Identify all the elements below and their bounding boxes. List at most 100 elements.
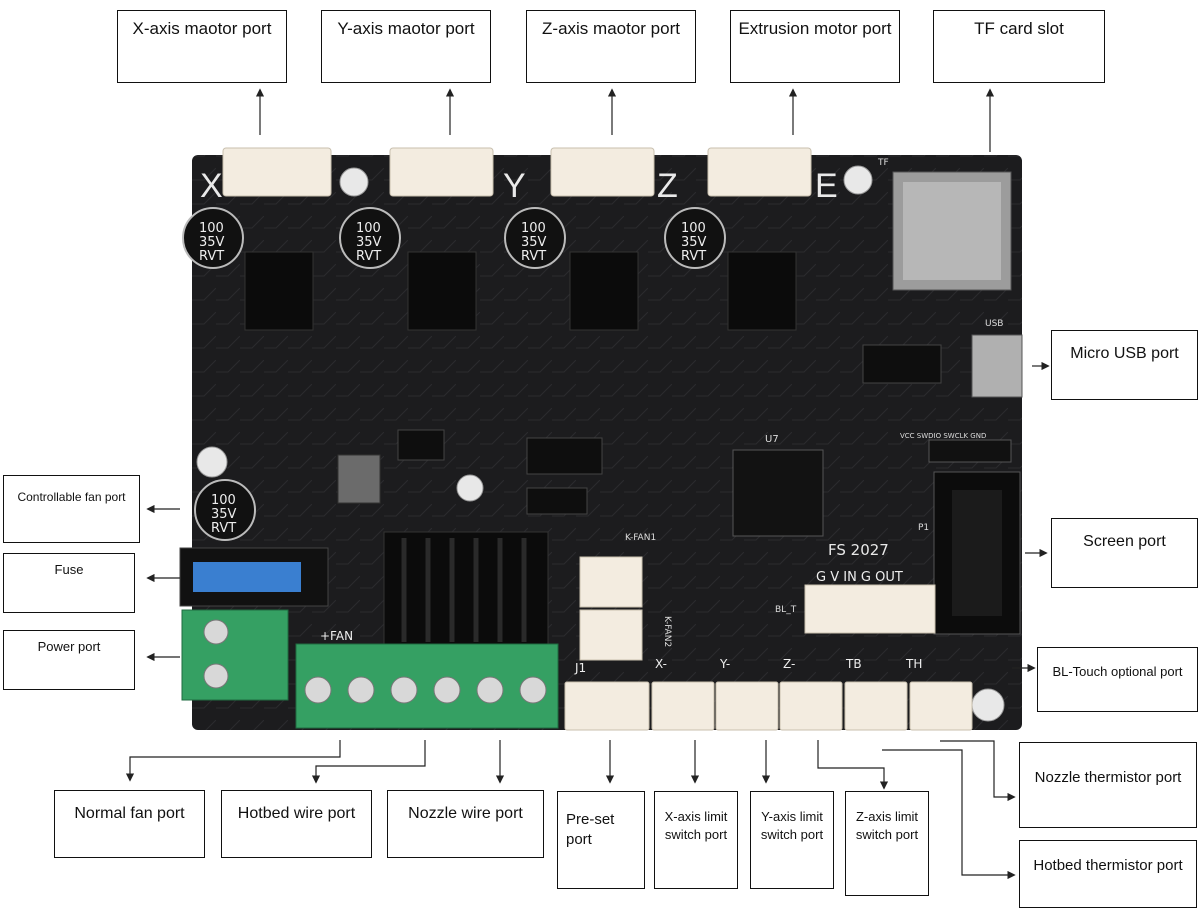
driver-heatsinks [244, 251, 797, 331]
heatsink-e [727, 251, 797, 331]
label-x-motor: X-axis maotor port [117, 10, 287, 83]
capacitor-1: 100 35V RVT [182, 207, 244, 269]
y-motor-connector [389, 147, 494, 197]
label-x-limit-text-2: switch port [664, 826, 728, 842]
label-micro-usb-text: Micro USB port [1070, 345, 1179, 362]
label-y-limit: Y-axis limit switch port [750, 791, 834, 889]
mosfet-heatsink [383, 531, 549, 648]
fan-silk: +FAN [320, 629, 353, 643]
label-hotbed-thermistor-text: Hotbed thermistor port [1033, 857, 1183, 874]
leader-normal-fan [125, 740, 341, 782]
u10-chip [526, 437, 603, 475]
label-extrusion-motor: Extrusion motor port [730, 10, 900, 83]
mcu-silk: U7 [765, 434, 779, 445]
y-limit-silk: Y- [719, 657, 730, 671]
leader-nozzle-thermistor [940, 740, 1016, 802]
j1-connector [564, 681, 650, 731]
svg-text:35V: 35V [211, 507, 237, 522]
leader-hotbed-thermistor [882, 749, 1016, 880]
svg-text:35V: 35V [356, 235, 382, 250]
leader-z-limit [817, 740, 889, 790]
bottom-connector-silk: J1 X- Y- Z- TB TH [574, 657, 922, 675]
svg-text:100: 100 [681, 221, 706, 236]
label-x-limit-text-1: X-axis limit [664, 809, 728, 824]
label-preset-text-2: port [566, 831, 592, 849]
mcu-chip [732, 449, 824, 537]
label-power-text: Power port [37, 639, 101, 654]
label-y-motor-text: Y-axis maotor port [337, 19, 475, 38]
label-tf-card-text: TF card slot [974, 19, 1064, 38]
label-fuse: Fuse [3, 553, 135, 613]
fan2-connector [579, 609, 643, 661]
tb-connector [844, 681, 908, 731]
label-z-motor-text: Z-axis maotor port [542, 19, 680, 38]
mount-hole-bottom-right [971, 688, 1005, 722]
tf-silk: TF [877, 158, 889, 168]
svg-text:100: 100 [199, 221, 224, 236]
label-controllable-fan: Controllable fan port [3, 475, 140, 543]
label-y-limit-text-2: switch port [760, 826, 824, 842]
z-limit-connector [779, 681, 843, 731]
micro-usb-connector [971, 334, 1023, 398]
e-motor-connector [707, 147, 812, 197]
label-z-motor: Z-axis maotor port [526, 10, 696, 83]
th-silk: TH [905, 657, 922, 671]
silk-y: Y [503, 167, 526, 205]
tf-slot-inner [903, 182, 1001, 280]
screen-connector-inner [952, 490, 1002, 616]
label-nozzle-wire-text: Nozzle wire port [408, 805, 523, 822]
leader-hotbed-wire [311, 740, 426, 784]
label-y-motor: Y-axis maotor port [321, 10, 491, 83]
y-limit-connector [715, 681, 779, 731]
j1-silk: J1 [574, 661, 586, 675]
svg-text:35V: 35V [681, 235, 707, 250]
label-z-limit-text-2: switch port [855, 826, 919, 842]
label-micro-usb: Micro USB port [1051, 330, 1198, 400]
label-bltouch-text: BL-Touch optional port [1052, 664, 1183, 679]
kfan1-silk: K-FAN1 [625, 533, 656, 543]
label-power: Power port [3, 630, 135, 690]
swd-silk: VCC SWDIO SWCLK GND [900, 432, 986, 440]
label-hotbed-wire-text: Hotbed wire port [237, 805, 356, 822]
label-normal-fan-text: Normal fan port [74, 805, 185, 822]
svg-text:RVT: RVT [211, 521, 236, 536]
svg-text:RVT: RVT [521, 249, 546, 264]
label-tf-card: TF card slot [933, 10, 1105, 83]
label-extrusion-motor-text: Extrusion motor port [738, 19, 892, 38]
label-z-limit-text-1: Z-axis limit [855, 809, 919, 824]
usb-chip [862, 344, 942, 384]
label-z-limit: Z-axis limit switch port [845, 791, 929, 896]
heatsink-x [244, 251, 314, 331]
svg-text:100: 100 [521, 221, 546, 236]
regulator-chip [397, 429, 445, 461]
label-controllable-fan-text: Controllable fan port [17, 490, 126, 504]
label-nozzle-wire: Nozzle wire port [387, 790, 544, 858]
x-limit-silk: X- [655, 657, 667, 671]
svg-text:RVT: RVT [356, 249, 381, 264]
fuse [193, 562, 301, 592]
mount-hole-top-left [339, 167, 369, 197]
x-limit-connector [651, 681, 715, 731]
leader-lines [125, 88, 1050, 880]
mount-hole-center [456, 474, 484, 502]
blt-silk: BL_T [775, 605, 797, 615]
label-fuse-text: Fuse [54, 562, 84, 577]
silk-x: X [200, 167, 223, 205]
label-screen-text: Screen port [1083, 533, 1166, 550]
usb-silk: USB [985, 319, 1003, 329]
heatsink-z [569, 251, 639, 331]
th-connector [909, 681, 973, 731]
fuse-holder [179, 547, 329, 607]
label-y-limit-text-1: Y-axis limit [761, 809, 823, 824]
p1-silk: P1 [918, 523, 929, 533]
silk-z: Z [657, 167, 678, 205]
kfan2-silk: K-FAN2 [662, 616, 672, 647]
label-preset-text-1: Pre-set [566, 811, 615, 828]
inductor [337, 454, 381, 504]
chips: U7 FS 2027 [337, 344, 942, 559]
capacitors: 100 35V RVT 100 35V RVT 100 35V RVT 100 … [182, 207, 726, 541]
svg-text:RVT: RVT [199, 249, 224, 264]
capacitor-2: 100 35V RVT [339, 207, 401, 269]
